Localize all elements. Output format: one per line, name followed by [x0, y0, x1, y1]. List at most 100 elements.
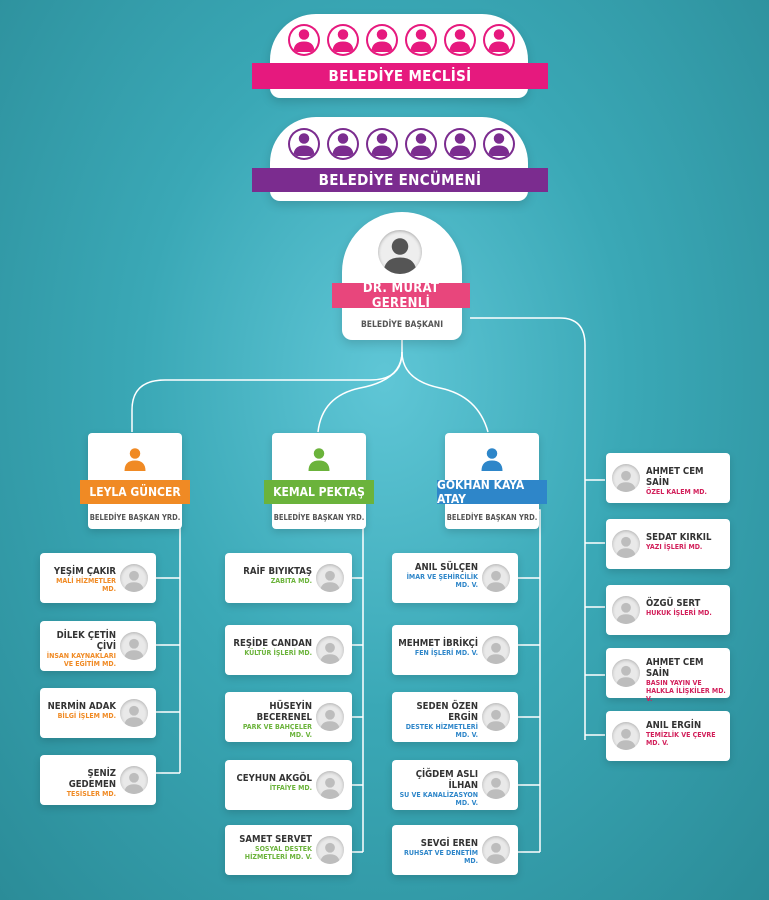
staff-avatar — [482, 564, 510, 592]
staff-role: ZABITA MD. — [270, 577, 312, 585]
staff-name: ŞENİZ GEDEMEN — [68, 768, 116, 790]
staff-name: HÜSEYİN BECERENEL — [256, 701, 312, 723]
member-avatar — [405, 24, 437, 56]
staff-role: RUHSAT VE DENETİM MD. — [404, 849, 478, 865]
staff-name: ÖZGÜ SERT — [646, 598, 701, 609]
person-icon — [486, 642, 506, 664]
member-avatar — [366, 128, 398, 160]
staff-avatar — [316, 636, 344, 664]
staff-name: AHMET CEM SAİN — [646, 466, 704, 488]
staff-name: AHMET CEM SAİN — [646, 657, 704, 679]
staff-avatar — [120, 632, 148, 660]
person-icon — [293, 133, 315, 156]
staff-avatar — [316, 771, 344, 799]
staff-avatar — [316, 703, 344, 731]
staff-role: BİLGİ İŞLEM MD. — [57, 712, 116, 720]
staff-name: SEDEN ÖZEN ERGİN — [416, 701, 478, 723]
deputy-title: BELEDİYE BAŞKAN YRD. — [446, 513, 538, 522]
staff-avatar — [612, 464, 640, 492]
staff-avatar — [482, 771, 510, 799]
person-icon — [410, 133, 432, 156]
staff-avatar — [316, 836, 344, 864]
staff-avatar — [120, 766, 148, 794]
council-title: BELEDİYE MECLİSİ — [252, 63, 548, 89]
staff-role: İTFAİYE MD. — [269, 784, 312, 792]
staff-name: YEŞİM ÇAKIR — [53, 566, 116, 577]
mayor-avatar — [378, 230, 422, 274]
staff-avatar — [612, 659, 640, 687]
staff-avatar — [612, 596, 640, 624]
staff-role: PARK VE BAHÇELER MD. V. — [242, 723, 312, 739]
person-icon — [121, 443, 149, 471]
person-icon — [449, 29, 471, 52]
person-icon — [332, 29, 354, 52]
staff-avatar — [120, 699, 148, 727]
committee-members — [288, 128, 515, 160]
person-icon — [616, 728, 636, 750]
staff-avatar — [482, 836, 510, 864]
staff-avatar — [316, 564, 344, 592]
person-icon — [449, 133, 471, 156]
person-icon — [488, 29, 510, 52]
person-icon — [124, 638, 144, 660]
staff-avatar — [482, 636, 510, 664]
member-avatar — [366, 24, 398, 56]
staff-name: SEVGİ EREN — [420, 838, 478, 849]
person-icon — [305, 443, 333, 471]
mayor-title: BELEDİYE BAŞKANI — [360, 320, 444, 330]
staff-name: RAİF BIYIKTAŞ — [243, 566, 312, 577]
person-icon — [124, 448, 146, 471]
staff-role: KÜLTÜR İŞLERİ MD. — [244, 649, 312, 657]
staff-role: DESTEK HİZMETLERİ MD. V. — [405, 723, 478, 739]
staff-avatar — [120, 564, 148, 592]
person-icon — [616, 665, 636, 687]
person-icon — [332, 133, 354, 156]
member-avatar — [288, 128, 320, 160]
person-icon — [371, 29, 393, 52]
person-icon — [410, 29, 432, 52]
member-avatar — [288, 24, 320, 56]
person-icon — [320, 842, 340, 864]
person-icon — [320, 777, 340, 799]
person-icon — [320, 570, 340, 592]
staff-role: İMAR VE ŞEHİRCİLİK MD. V. — [406, 573, 478, 589]
staff-name: ÇİĞDEM ASLI İLHAN — [415, 769, 478, 791]
staff-role: SOSYAL DESTEK HİZMETLERİ MD. V. — [244, 845, 312, 861]
member-avatar — [444, 24, 476, 56]
person-icon — [308, 448, 330, 471]
person-icon — [616, 470, 636, 492]
person-icon — [486, 570, 506, 592]
staff-avatar — [612, 722, 640, 750]
staff-role: TESİSLER MD. — [66, 790, 116, 798]
staff-name: DİLEK ÇETİN ÇİVİ — [56, 630, 116, 652]
staff-avatar — [612, 530, 640, 558]
person-icon — [486, 709, 506, 731]
